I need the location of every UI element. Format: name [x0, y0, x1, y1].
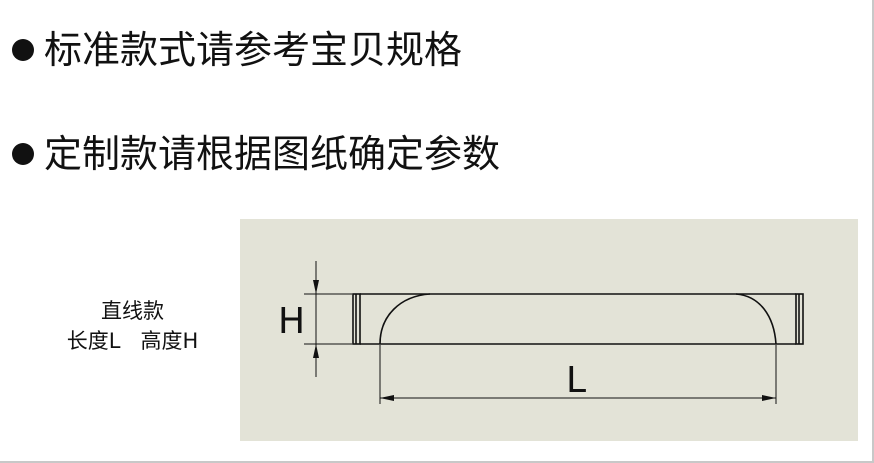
caption-dimensions: 长度L 高度H [66, 329, 199, 353]
handle-left-curve [379, 293, 431, 345]
frame-right-edge [872, 0, 874, 463]
bullet-standard-text: 标准款式请参考宝贝规格 [44, 28, 463, 72]
length-arrow-left [380, 395, 394, 401]
height-arrow-top [313, 280, 319, 294]
handle-drawing: H L [278, 261, 804, 404]
bullet-custom: 定制款请根据图纸确定参数 [12, 132, 500, 176]
caption-title: 直线款 [101, 299, 164, 323]
bullet-dot-icon [12, 38, 34, 61]
length-label: L [566, 360, 586, 401]
handle-right-curve [735, 293, 777, 345]
bullet-custom-text: 定制款请根据图纸确定参数 [44, 132, 501, 176]
bullet-dot-icon [12, 142, 34, 165]
length-arrow-right [762, 395, 776, 401]
drawing-panel: H L [240, 219, 858, 441]
frame-bottom-edge [0, 461, 874, 463]
bullet-standard: 标准款式请参考宝贝规格 [12, 28, 462, 72]
height-arrow-bottom [313, 344, 319, 358]
height-label: H [278, 301, 305, 342]
handle-caption: 直线款 长度L 高度H [40, 296, 225, 356]
